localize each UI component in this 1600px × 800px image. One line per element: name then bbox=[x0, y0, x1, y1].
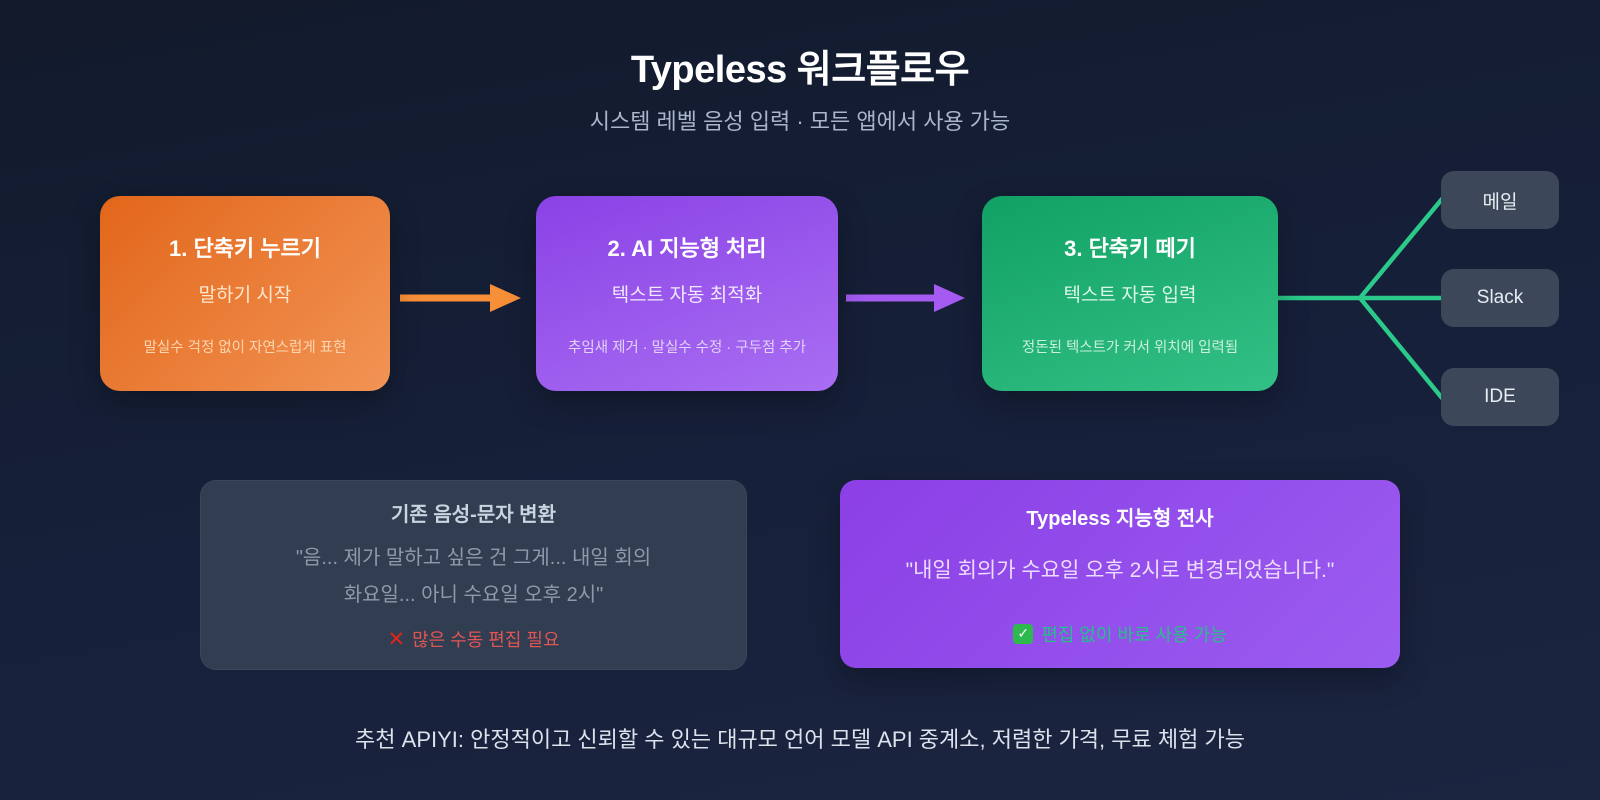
arrow-step2-to-step3 bbox=[846, 284, 965, 312]
check-icon: ✓ bbox=[1013, 623, 1034, 644]
page-title: Typeless 워크플로우 bbox=[630, 49, 970, 91]
output-box-slack: Slack bbox=[1441, 269, 1559, 327]
step-card-press-shortcut: 1. 단축키 누르기 말하기 시작 말실수 걱정 없이 자연스럽게 표현 bbox=[100, 196, 390, 391]
fanout-lines bbox=[1275, 196, 1445, 401]
step-note: 추임새 제거 · 말실수 수정 · 구두점 추가 bbox=[568, 339, 806, 356]
legacy-quote-line: 화요일... 아니 수요일 오후 2시" bbox=[343, 584, 604, 606]
step-title: 1. 단축키 누르기 bbox=[168, 235, 321, 261]
output-box-ide: IDE bbox=[1441, 368, 1559, 426]
step-card-release-shortcut: 3. 단축키 떼기 텍스트 자동 입력 정돈된 텍스트가 커서 위치에 입력됨 bbox=[982, 196, 1278, 391]
comparison-card-typeless: Typeless 지능형 전사 "내일 회의가 수요일 오후 2시로 변경되었습… bbox=[840, 480, 1400, 668]
step-card-ai-processing: 2. AI 지능형 처리 텍스트 자동 최적화 추임새 제거 · 말실수 수정 … bbox=[536, 196, 838, 391]
step-title: 3. 단축키 떼기 bbox=[1064, 235, 1196, 261]
step-note: 말실수 걱정 없이 자연스럽게 표현 bbox=[143, 339, 347, 356]
comparison-title: 기존 음성-문자 변환 bbox=[391, 504, 556, 526]
output-box-mail: 메일 bbox=[1441, 171, 1559, 229]
typeless-status-line: ✓ 편집 없이 바로 사용 가능 bbox=[1013, 621, 1227, 647]
typeless-quote: "내일 회의가 수요일 오후 2시로 변경되었습니다." bbox=[905, 558, 1335, 582]
legacy-quote-line: "음... 제가 말하고 싶은 건 그게... 내일 회의 bbox=[295, 547, 652, 569]
arrow-step1-to-step2 bbox=[400, 284, 521, 312]
comparison-card-legacy: 기존 음성-문자 변환 "음... 제가 말하고 싶은 건 그게... 내일 회… bbox=[200, 480, 747, 670]
step-subtitle: 텍스트 자동 입력 bbox=[1063, 284, 1197, 306]
step-subtitle: 말하기 시작 bbox=[198, 284, 292, 306]
typeless-status-text: 편집 없이 바로 사용 가능 bbox=[1041, 624, 1227, 645]
legacy-status-line: ✕ 많은 수동 편집 필요 bbox=[387, 626, 559, 652]
cross-icon: ✕ bbox=[387, 627, 406, 651]
comparison-title: Typeless 지능형 전사 bbox=[1026, 507, 1214, 530]
legacy-status-text: 많은 수동 편집 필요 bbox=[412, 630, 560, 650]
page-subtitle: 시스템 레벨 음성 입력 · 모든 앱에서 사용 가능 bbox=[589, 109, 1011, 134]
footer-note: 추천 APIYI: 안정적이고 신뢰할 수 있는 대규모 언어 모델 API 중… bbox=[355, 727, 1245, 752]
step-subtitle: 텍스트 자동 최적화 bbox=[611, 284, 763, 306]
step-note: 정돈된 텍스트가 커서 위치에 입력됨 bbox=[1021, 339, 1239, 356]
step-title: 2. AI 지능형 처리 bbox=[607, 235, 767, 261]
